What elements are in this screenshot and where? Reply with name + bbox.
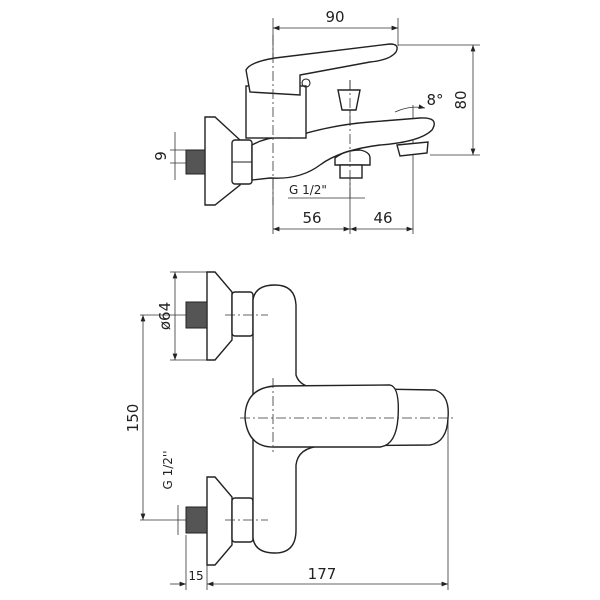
dim-thread-len-label: 15 (188, 569, 203, 583)
wall-flange (204, 116, 241, 206)
angle-label: 8° (426, 91, 443, 109)
top-view: ø64 150 G 1/2'' 15 177 (124, 271, 455, 590)
wall-flange-upper (206, 271, 233, 361)
outlet-thread-label: G 1/2" (289, 183, 327, 197)
wall-flange-lower (206, 476, 233, 566)
side-view: 90 80 9 8° G 1/2" 56 46 (152, 8, 480, 234)
dim-width-label: 90 (325, 8, 344, 26)
thread-lower (185, 506, 208, 534)
thread-connector (185, 149, 206, 175)
inlet-thread-label: G 1/2'' (161, 450, 175, 489)
hex-nut-upper (231, 291, 254, 337)
dim-depth-label: 177 (308, 565, 337, 583)
outlet-boss (334, 149, 371, 166)
dim-height-label: 80 (452, 90, 470, 109)
aerator (396, 141, 429, 157)
diameter-label: ø64 (156, 302, 174, 330)
dim-thread-label: 9 (152, 151, 170, 161)
lever-handle-top (244, 384, 400, 448)
thread-upper (185, 301, 208, 329)
dim-right-label: 46 (373, 209, 392, 227)
shower-outlet (339, 164, 363, 179)
diverter-knob (337, 89, 361, 111)
dim-left-label: 56 (302, 209, 321, 227)
angle-arc (394, 104, 426, 113)
lever-handle (245, 43, 398, 96)
dim-centers-label: 150 (124, 404, 142, 433)
